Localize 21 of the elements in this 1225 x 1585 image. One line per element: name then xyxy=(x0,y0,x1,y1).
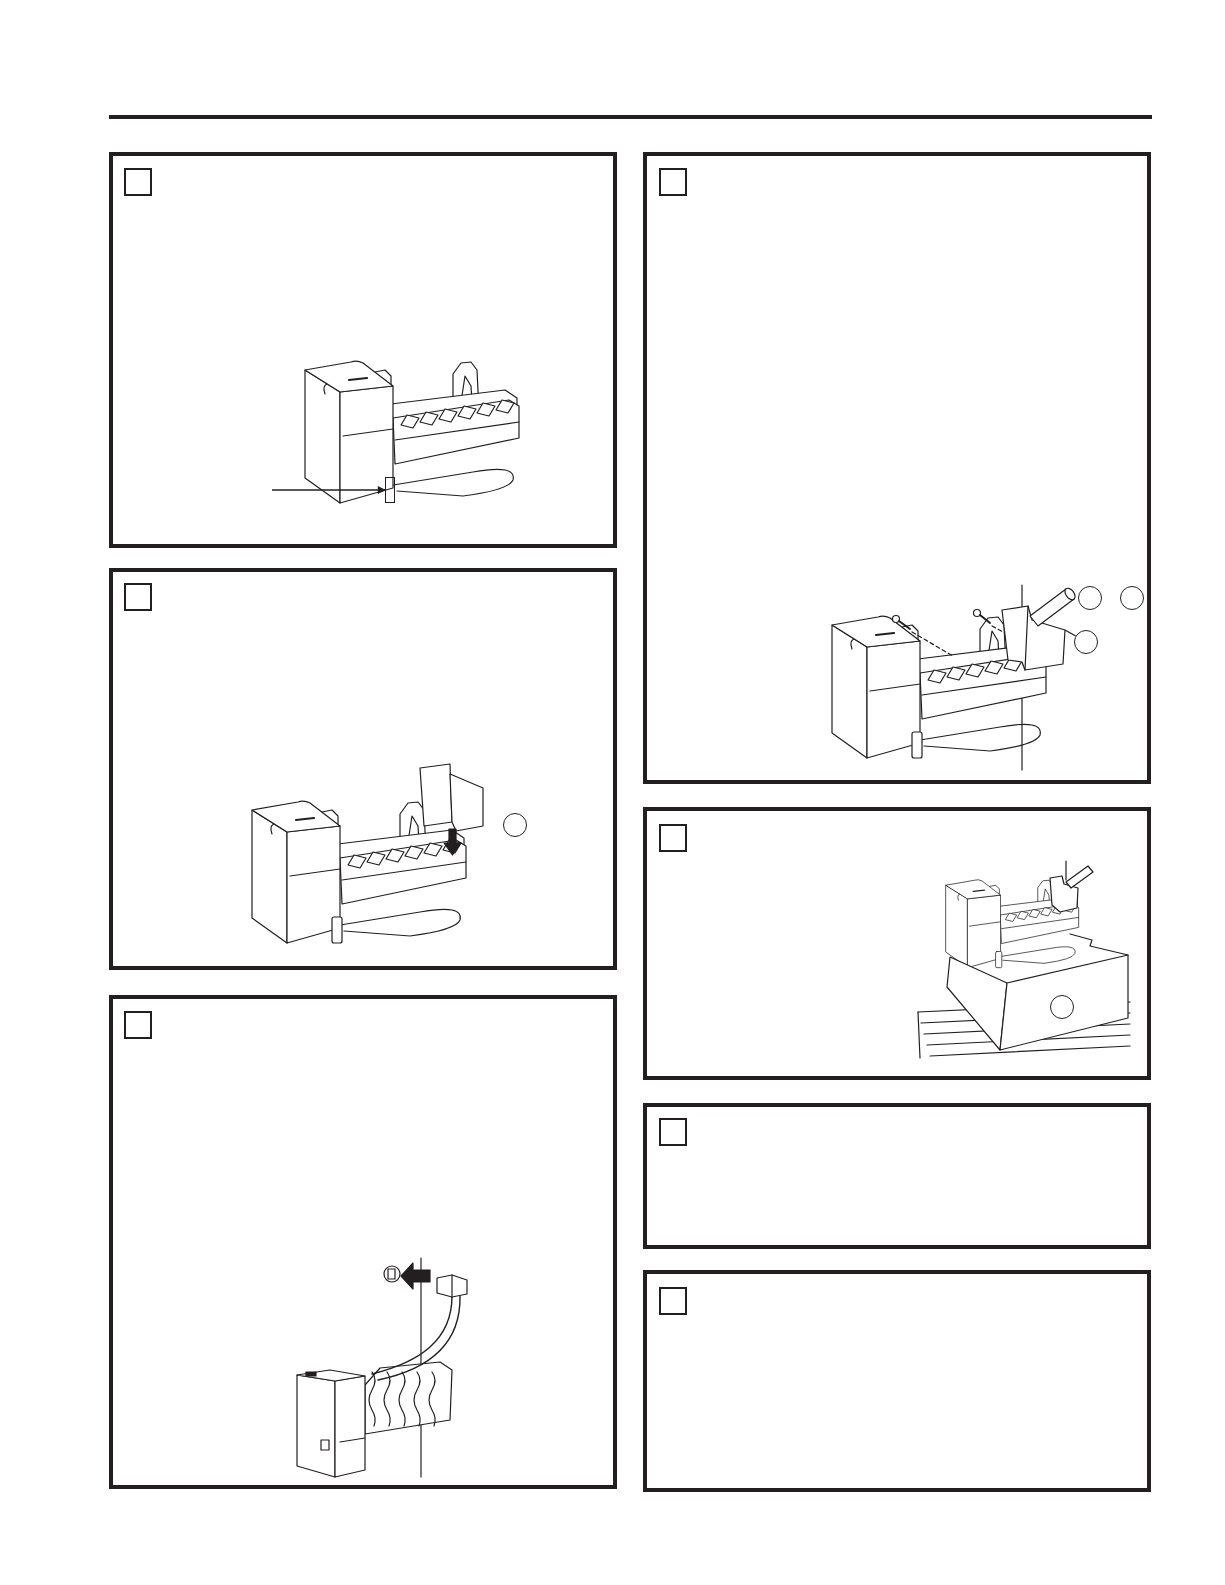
callout-circle xyxy=(1074,630,1098,654)
leader-arrow xyxy=(271,486,386,494)
callout-circle xyxy=(1078,586,1102,610)
step-panel xyxy=(643,152,1151,784)
step-marker xyxy=(659,824,687,852)
step-marker xyxy=(124,583,152,611)
step-panel xyxy=(643,1103,1151,1249)
step-marker xyxy=(124,1011,152,1039)
step-panel xyxy=(109,995,617,1489)
step-marker xyxy=(659,168,687,196)
callout-circle xyxy=(1120,586,1144,610)
step-panel xyxy=(643,1270,1151,1492)
step-marker xyxy=(659,1287,687,1315)
step-marker xyxy=(659,1118,687,1146)
step-panel xyxy=(643,807,1151,1080)
callout-circle xyxy=(503,813,527,837)
step-marker xyxy=(124,168,152,196)
step-panel xyxy=(109,568,617,970)
step-panel xyxy=(109,152,617,548)
leader-line xyxy=(1064,629,1077,637)
switch-lever xyxy=(385,477,395,503)
